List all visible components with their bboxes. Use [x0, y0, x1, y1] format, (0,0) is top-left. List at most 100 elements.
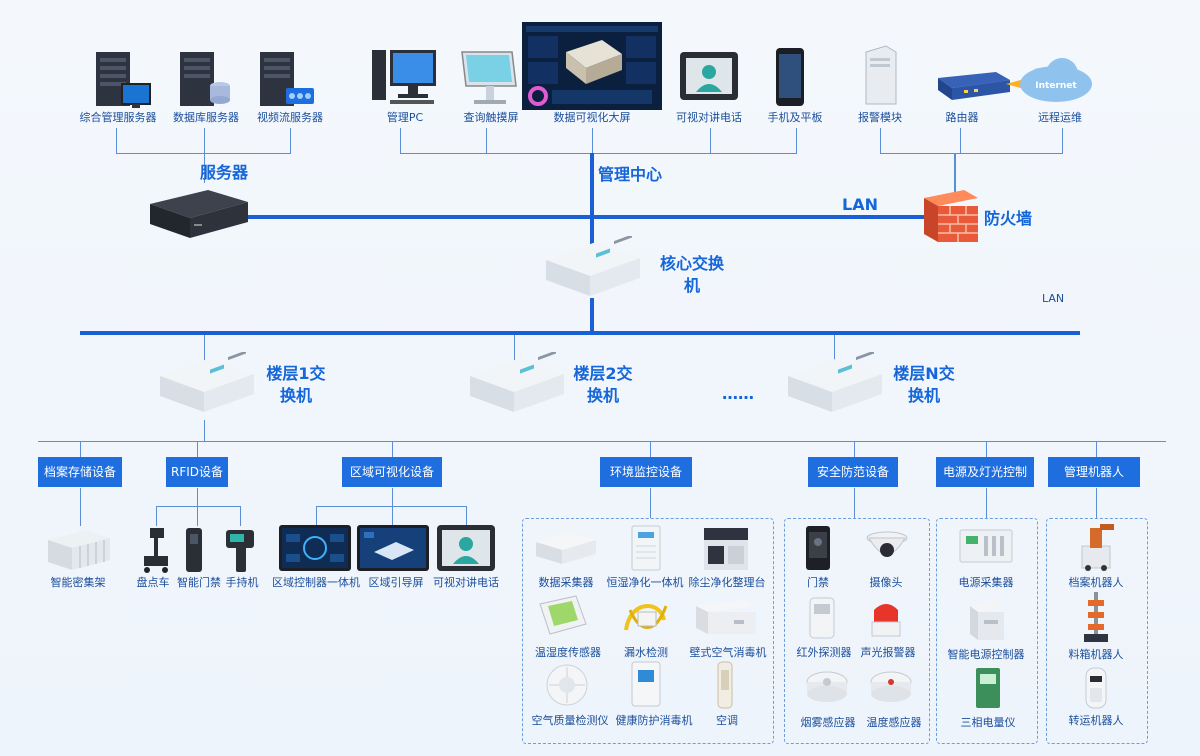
video-intercom-icon	[678, 50, 740, 106]
device-label: 料箱机器人	[1068, 648, 1124, 661]
wall-air-sterilizer-icon	[694, 598, 758, 636]
mgmt-label: 管理PC	[386, 111, 424, 124]
device-label: 可视对讲电话	[433, 576, 499, 589]
floor-switch-title: 楼层N交	[893, 364, 955, 383]
ellipsis: ……	[722, 384, 754, 403]
category-box: 管理机器人	[1048, 457, 1140, 487]
lan-top-label: LAN	[842, 195, 878, 214]
category-box: 区域可视化设备	[342, 457, 442, 487]
device-label: 门禁	[807, 576, 829, 589]
inventory-cart-icon	[138, 526, 172, 574]
category-box: 电源及灯光控制	[936, 457, 1034, 487]
floor-switch-title: 换机	[907, 386, 940, 405]
video-intercom-icon	[436, 524, 496, 572]
device-label: 转运机器人	[1068, 714, 1124, 727]
compact-shelf-icon	[46, 526, 112, 572]
smoke-sensor-icon	[804, 668, 850, 706]
mgmt-center-title: 管理中心	[598, 165, 663, 184]
core-switch-title-line1: 核心交换	[659, 254, 724, 273]
power-controller-icon	[966, 596, 1008, 642]
device-label: 三相电量仪	[960, 716, 1016, 729]
device-label: 恒湿净化一体机	[606, 576, 684, 589]
server-group-title: 服务器	[200, 163, 249, 182]
category-box: 环境监控设备	[600, 457, 692, 487]
dust-cleaning-table-icon	[700, 524, 752, 572]
camera-icon	[864, 526, 910, 566]
floor-switch-title: 换机	[586, 386, 619, 405]
device-label: 区域引导屏	[368, 576, 424, 589]
data-collector-icon	[534, 528, 598, 568]
disinfection-machine-icon	[628, 660, 664, 710]
robot-device-group	[1046, 518, 1148, 744]
bin-robot-icon	[1080, 590, 1112, 644]
alarm-module-icon	[860, 44, 900, 108]
video-server-icon	[256, 48, 316, 110]
server-label: 视频流服务器	[257, 111, 323, 124]
device-label: 电源采集器	[958, 576, 1014, 589]
archive-robot-icon	[1074, 520, 1118, 572]
device-label: 数据采集器	[538, 576, 594, 589]
server-label: 数据库服务器	[173, 111, 239, 124]
category-box: 档案存储设备	[38, 457, 122, 487]
core-switch-icon	[540, 236, 646, 306]
air-quality-monitor-icon	[544, 662, 590, 708]
air-conditioner-icon	[714, 660, 736, 710]
power-collector-icon	[958, 526, 1014, 566]
access-control-icon	[804, 524, 832, 572]
floor-switch-icon	[154, 352, 260, 422]
floor-switch-title: 换机	[279, 386, 312, 405]
device-label: 区域控制器一体机	[272, 576, 360, 589]
floor-switch-title: 楼层1交	[266, 364, 326, 383]
handheld-reader-icon	[222, 526, 258, 574]
floor-switch-icon	[782, 352, 888, 422]
firewall-title: 防火墙	[984, 209, 1033, 228]
area-controller-icon	[278, 524, 352, 572]
device-label: 智能密集架	[50, 576, 106, 589]
device-label: 温度感应器	[866, 716, 922, 729]
server-chassis-icon	[146, 186, 252, 246]
device-label: 空气质量检测仪	[531, 714, 609, 727]
humidifier-icon	[628, 524, 664, 572]
category-box: RFID设备	[166, 457, 228, 487]
router-icon	[934, 68, 1014, 104]
device-label: 档案机器人	[1068, 576, 1124, 589]
database-server-icon	[176, 48, 236, 110]
category-box: 安全防范设备	[808, 457, 898, 487]
device-label: 除尘净化整理台	[688, 576, 766, 589]
smart-gate-icon	[182, 526, 206, 574]
device-label: 壁式空气消毒机	[689, 646, 767, 659]
firewall-icon	[920, 186, 982, 246]
water-leak-detector-icon	[620, 590, 672, 640]
device-label: 烟雾感应器	[800, 716, 856, 729]
server-tower-icon	[92, 48, 152, 110]
infrared-detector-icon	[806, 596, 838, 640]
device-label: 温湿度传感器	[535, 646, 601, 659]
remote-label: 报警模块	[858, 111, 902, 124]
device-label: 盘点车	[136, 576, 170, 589]
env-device-group	[522, 518, 774, 744]
device-label: 手持机	[225, 576, 259, 589]
security-device-group	[784, 518, 930, 744]
remote-label: 路由器	[945, 111, 979, 124]
remote-label: 远程运维	[1038, 111, 1082, 124]
server-label: 综合管理服务器	[79, 111, 157, 124]
guide-screen-icon	[356, 524, 430, 572]
floor-switch-title: 楼层2交	[573, 364, 633, 383]
mgmt-label: 可视对讲电话	[676, 111, 742, 124]
touch-kiosk-icon	[456, 46, 522, 108]
cloud-text: Internet	[1035, 81, 1077, 91]
lan-side-label: LAN	[1042, 292, 1065, 305]
device-label: 空调	[716, 714, 738, 727]
desktop-pc-icon	[370, 46, 440, 106]
mgmt-label: 手机及平板	[767, 111, 823, 124]
siren-icon	[868, 596, 904, 640]
device-label: 漏水检测	[624, 646, 668, 659]
floor-switch-icon	[464, 352, 570, 422]
temperature-sensor-icon	[868, 668, 914, 706]
internet-cloud-icon: Internet	[1006, 54, 1098, 106]
mobile-phone-icon	[774, 46, 806, 108]
dashboard-screen-icon	[522, 22, 662, 110]
power-meter-icon	[972, 666, 1004, 710]
transport-robot-icon	[1080, 664, 1112, 712]
device-label: 声光报警器	[860, 646, 916, 659]
